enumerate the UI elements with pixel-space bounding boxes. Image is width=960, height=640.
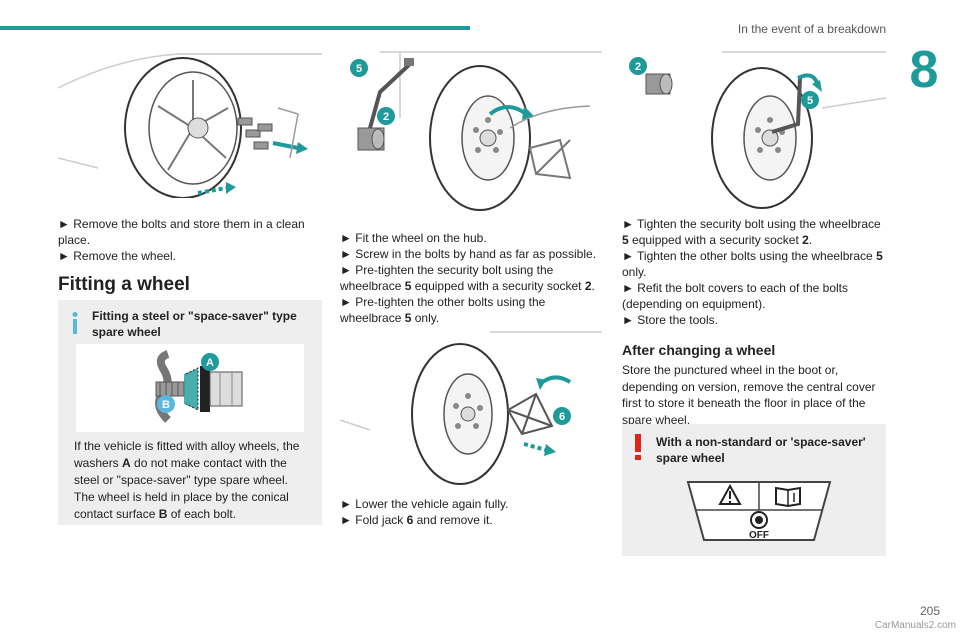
manual-book-icon bbox=[775, 486, 801, 508]
step-screw-bolts: ► Screw in the bolts by hand as far as p… bbox=[340, 247, 597, 261]
watermark: CarManuals2.com bbox=[874, 620, 956, 631]
info-icon bbox=[72, 312, 78, 334]
callout-b: B bbox=[162, 399, 170, 411]
warning-box: With a non-standard or 'space-saver' spa… bbox=[622, 424, 886, 556]
step-remove-bolts: ► Remove the bolts and store them in a c… bbox=[58, 217, 305, 247]
after-changing-body: Store the punctured wheel in the boot or… bbox=[622, 363, 876, 427]
bolt-washer-illustration: A B bbox=[76, 344, 304, 432]
warning-icon bbox=[634, 434, 642, 465]
callout-5: 5 bbox=[807, 95, 813, 107]
step-store-tools: ► Store the tools. bbox=[622, 313, 718, 327]
tighten-bolts-illustration: 5 2 bbox=[622, 48, 886, 210]
dashboard-panel: OFF bbox=[684, 478, 834, 549]
step-pretighten-others: ► Pre-tighten the other bolts using the … bbox=[340, 295, 546, 325]
lower-steps: ► Lower the vehicle again fully. ► Fold … bbox=[340, 496, 606, 528]
step-refit-covers: ► Refit the bolt covers to each of the b… bbox=[622, 281, 849, 311]
callout-2: 2 bbox=[635, 61, 641, 73]
page-number: 205 bbox=[919, 604, 940, 618]
header-accent-bar bbox=[0, 26, 470, 30]
step-pretighten-security: ► Pre-tighten the security bolt using th… bbox=[340, 263, 595, 293]
callout-5: 5 bbox=[356, 63, 362, 75]
step-remove-wheel: ► Remove the wheel. bbox=[58, 249, 176, 263]
step-lower-vehicle: ► Lower the vehicle again fully. bbox=[340, 497, 509, 511]
callout-2: 2 bbox=[383, 111, 389, 123]
step-fold-jack: ► Fold jack 6 and remove it. bbox=[340, 513, 493, 527]
info-title: Fitting a steel or "space-saver" type sp… bbox=[92, 309, 297, 339]
chapter-number: 8 bbox=[909, 41, 939, 99]
tighten-steps: ► Tighten the security bolt using the wh… bbox=[622, 216, 886, 328]
triangle-warning-icon bbox=[718, 483, 742, 505]
step-fit-wheel: ► Fit the wheel on the hub. bbox=[340, 231, 487, 245]
step-tighten-others: ► Tighten the other bolts using the whee… bbox=[622, 249, 883, 279]
remove-steps: ► Remove the bolts and store them in a c… bbox=[58, 216, 320, 264]
info-body: If the vehicle is fitted with alloy whee… bbox=[74, 439, 300, 521]
lower-jack-illustration: 6 bbox=[340, 330, 602, 490]
info-box: Fitting a steel or "space-saver" type sp… bbox=[58, 300, 322, 525]
tyre-pressure-icon bbox=[750, 511, 768, 529]
header-title: In the event of a breakdown bbox=[737, 22, 886, 36]
callout-a: A bbox=[206, 357, 214, 369]
step-tighten-security: ► Tighten the security bolt using the wh… bbox=[622, 217, 881, 247]
callout-6: 6 bbox=[559, 411, 565, 423]
fit-wheel-illustration: 5 2 bbox=[340, 48, 602, 218]
section-title: Fitting a wheel bbox=[58, 274, 190, 295]
remove-wheel-illustration bbox=[58, 48, 322, 198]
fit-steps: ► Fit the wheel on the hub. ► Screw in t… bbox=[340, 230, 606, 326]
after-changing-title: After changing a wheel bbox=[622, 342, 776, 358]
warning-title: With a non-standard or 'space-saver' spa… bbox=[656, 435, 866, 465]
off-label: OFF bbox=[749, 530, 769, 541]
